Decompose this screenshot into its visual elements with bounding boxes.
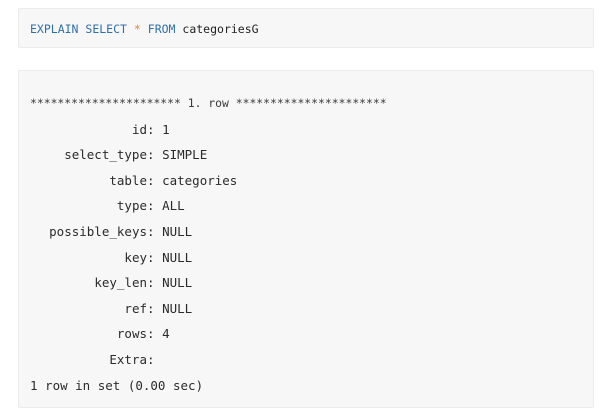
result-row: rows: 4 (30, 321, 387, 347)
field-name: ref (124, 300, 147, 316)
field-value: 4 (162, 326, 170, 342)
field-name: id (131, 121, 147, 137)
field-value: categories (162, 172, 238, 188)
field-name: key (124, 249, 147, 265)
result-row: type: ALL (30, 193, 387, 219)
query-code-block: EXPLAIN SELECT * FROM categoriesG (18, 8, 594, 48)
field-name: key_len (94, 275, 147, 291)
field-name: type (116, 198, 147, 214)
field-value: NULL (162, 275, 193, 291)
result-row: ref: NULL (30, 296, 387, 322)
field-value: SIMPLE (162, 147, 208, 163)
field-value: ALL (162, 198, 185, 214)
field-name: Extra (109, 351, 147, 367)
field-name: select_type (64, 147, 147, 163)
result-row: id: 1 (30, 117, 387, 143)
field-value: 1 (162, 121, 170, 137)
result-row: Extra: (30, 347, 387, 373)
field-name: table (109, 172, 147, 188)
from-keyword: FROM (147, 22, 176, 36)
explain-keyword: EXPLAIN (30, 22, 79, 36)
select-keyword: SELECT (85, 22, 127, 36)
table-identifier: categoriesG (182, 22, 259, 36)
result-row: key_len: NULL (30, 270, 387, 296)
result-row: key: NULL (30, 245, 387, 271)
explain-output: ********************** 1. row **********… (30, 91, 387, 398)
result-code-block: ********************** 1. row **********… (18, 70, 594, 408)
row-header: ********************** 1. row **********… (30, 96, 387, 110)
sql-query: EXPLAIN SELECT * FROM categoriesG (30, 21, 259, 37)
result-footer: 1 row in set (0.00 sec) (30, 377, 204, 393)
result-row: possible_keys: NULL (30, 219, 387, 245)
result-row: table: categories (30, 168, 387, 194)
result-row: select_type: SIMPLE (30, 142, 387, 168)
field-value: NULL (162, 223, 193, 239)
field-value: NULL (162, 249, 193, 265)
field-name: rows (116, 326, 147, 342)
field-name: possible_keys (49, 223, 147, 239)
field-value: NULL (162, 300, 193, 316)
star-operator: * (133, 22, 141, 36)
